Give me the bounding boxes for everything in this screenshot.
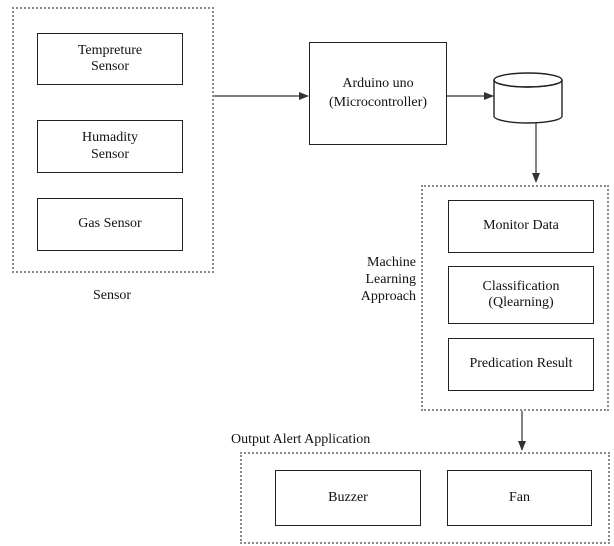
machine-learning-label-line3: Approach: [360, 288, 416, 304]
arduino-controller-line1: Arduino uno: [342, 76, 414, 92]
prediction-result-node: Predication Result: [448, 338, 594, 391]
monitor-data-label: Monitor Data: [483, 218, 559, 234]
humidity-sensor-line1: Humadity: [82, 130, 138, 146]
sensor-group-label: Sensor: [92, 288, 132, 303]
sensor-group: [12, 7, 214, 273]
buzzer-node: Buzzer: [275, 470, 421, 526]
humidity-sensor-node: Humadity Sensor: [37, 120, 183, 173]
machine-learning-label: Machine Learning Approach: [336, 255, 416, 305]
prediction-result-label: Predication Result: [469, 356, 573, 372]
temperature-sensor-line1: Tempreture: [77, 42, 143, 58]
classification-line2: (Qlearning): [488, 295, 554, 310]
output-alert-label: Output Alert Application: [231, 432, 371, 447]
gas-sensor-label: Gas Sensor: [78, 216, 142, 231]
arduino-controller-node: Arduino uno (Microcontroller): [309, 42, 447, 145]
temperature-sensor-node: Tempreture Sensor: [37, 33, 183, 85]
machine-learning-label-line1: Machine: [367, 255, 416, 270]
classification-node: Classification (Qlearning): [448, 266, 594, 324]
monitor-data-node: Monitor Data: [448, 200, 594, 253]
humidity-sensor-line2: Sensor: [90, 146, 130, 162]
buzzer-label: Buzzer: [328, 489, 368, 505]
machine-learning-label-line2: Learning: [365, 271, 416, 287]
arduino-controller-line2: (Microcontroller): [329, 94, 427, 110]
output-alert-group: [240, 452, 610, 544]
fan-label: Fan: [509, 489, 530, 505]
classification-line1: Classification: [482, 278, 560, 294]
database-label: Database: [508, 93, 560, 108]
machine-learning-group: [421, 185, 609, 411]
temperature-sensor-line2: Sensor: [90, 59, 130, 74]
fan-node: Fan: [447, 470, 592, 526]
gas-sensor-node: Gas Sensor: [37, 198, 183, 251]
